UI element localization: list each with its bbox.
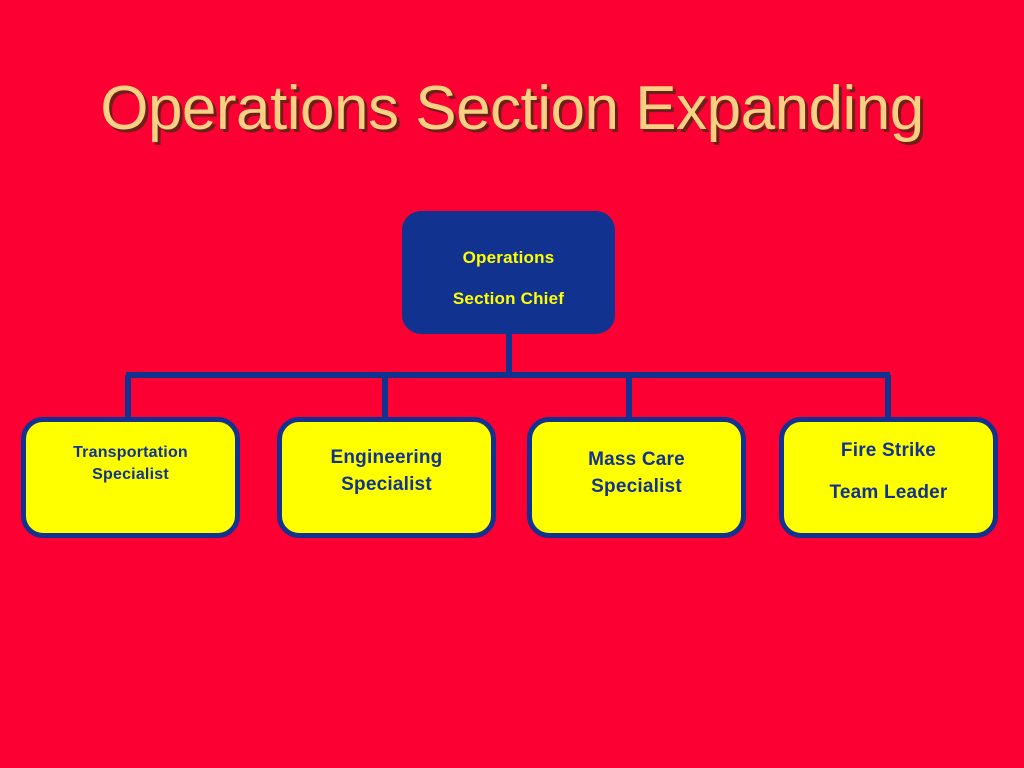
org-node-engineering-specialist[interactable]: Engineering Specialist (277, 417, 496, 538)
org-node-line2: Specialist (92, 466, 169, 483)
org-node-line1: Transportation (73, 444, 188, 461)
org-node-line2: Specialist (591, 476, 682, 497)
org-node-line2: Specialist (341, 474, 432, 495)
org-node-mass-care-specialist[interactable]: Mass Care Specialist (527, 417, 746, 538)
page-title: Operations Section Expanding (100, 74, 924, 143)
org-node-line1: Fire Strike (840, 440, 937, 461)
org-node-line1: Mass Care (588, 449, 685, 470)
org-node-operations-section-chief[interactable]: Operations Section Chief (402, 211, 615, 334)
org-node-line2: Section Chief (452, 289, 565, 308)
org-node-line2: Team Leader (829, 482, 948, 503)
org-node-line1: Operations (462, 248, 555, 267)
org-node-line1: Engineering (330, 447, 443, 468)
org-node-fire-strike-team-leader[interactable]: Fire Strike Team Leader (779, 417, 998, 538)
org-node-transportation-specialist[interactable]: Transportation Specialist (21, 417, 240, 538)
